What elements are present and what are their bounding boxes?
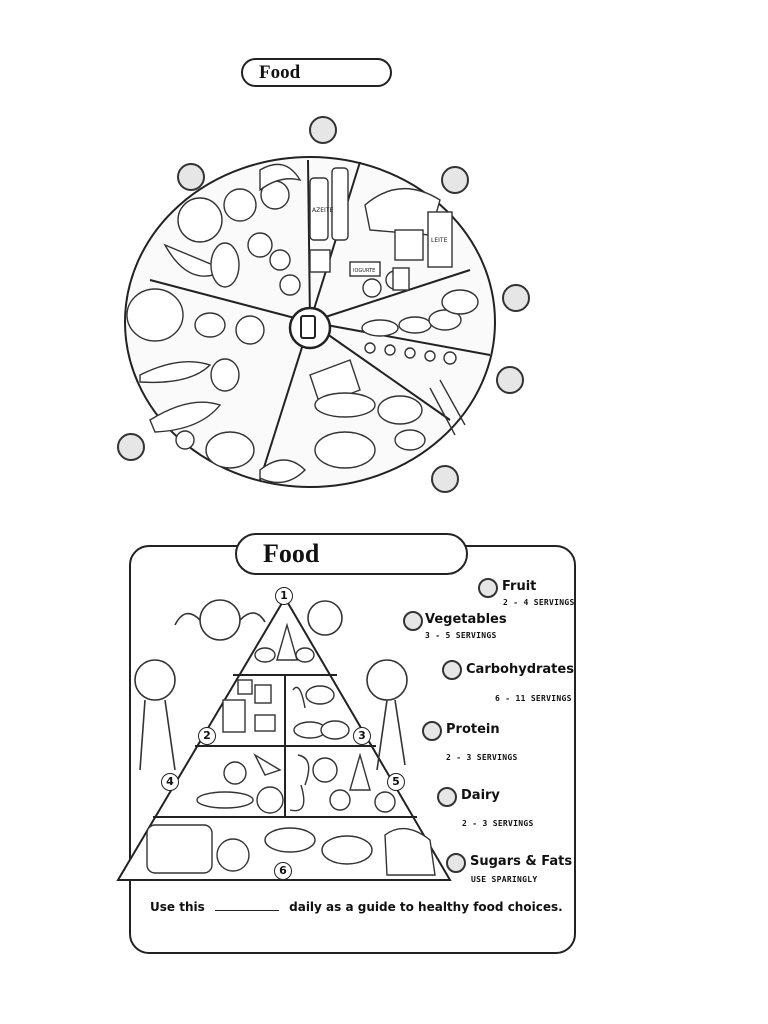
wheel-answer-circle-top[interactable] xyxy=(309,116,337,144)
wheel-answer-circle-dairy[interactable] xyxy=(441,166,469,194)
guide-blank[interactable] xyxy=(214,910,279,911)
vegetables-servings: 3 - 5 SERVINGS xyxy=(425,631,497,640)
guide-sentence-start: Use this xyxy=(150,900,205,914)
wheel-answer-circle-grains[interactable] xyxy=(496,366,524,394)
dairy-answer-circle[interactable] xyxy=(437,787,457,807)
sugars-fats-label: Sugars & Fats xyxy=(470,854,573,869)
tier-number-2: 2 xyxy=(198,727,216,745)
vegetables-answer-circle[interactable] xyxy=(403,611,423,631)
sugars-fats-servings: USE SPARINGLY xyxy=(471,875,538,884)
carbohydrates-answer-circle[interactable] xyxy=(442,660,462,680)
fruit-label: Fruit xyxy=(502,579,537,594)
wheel-answer-circle-fruit[interactable] xyxy=(177,163,205,191)
protein-servings: 2 - 3 SERVINGS xyxy=(446,753,518,762)
dairy-servings: 2 - 3 SERVINGS xyxy=(462,819,534,828)
fruit-servings: 2 - 4 SERVINGS xyxy=(503,598,575,607)
wheel-title-box: Food xyxy=(241,58,392,87)
guide-sentence: Use this daily as a guide to healthy foo… xyxy=(150,900,563,914)
dairy-sector: LEITE IOGURTE xyxy=(349,188,453,298)
oil-sector: AZEITE xyxy=(309,167,349,273)
wheel-title: Food xyxy=(259,62,301,83)
pyramid-title: Food xyxy=(263,539,320,568)
tier-number-6: 6 xyxy=(274,862,292,880)
carbohydrates-servings: 6 - 11 SERVINGS xyxy=(495,694,572,703)
vegetables-label: Vegetables xyxy=(425,612,507,627)
protein-answer-circle[interactable] xyxy=(422,721,442,741)
dairy-label: Dairy xyxy=(461,788,500,803)
carbohydrates-label: Carbohydrates xyxy=(466,662,574,677)
wheel-answer-circle-vegetables[interactable] xyxy=(117,433,145,461)
tier-number-5: 5 xyxy=(387,773,405,791)
sugars-fats-answer-circle[interactable] xyxy=(446,853,466,873)
food-wheel-illustration: AZEITE LEITE IOGURTE xyxy=(124,156,496,488)
pyramid-title-box: Food xyxy=(235,533,468,575)
tier-number-1: 1 xyxy=(275,587,293,605)
svg-text:IOGURTE: IOGURTE xyxy=(353,268,375,274)
wheel-answer-circle-bottom[interactable] xyxy=(431,465,459,493)
protein-sector xyxy=(361,289,479,365)
cartoon-kids xyxy=(134,599,408,771)
grains-sector xyxy=(309,359,466,469)
pyramid-foods xyxy=(146,622,436,876)
svg-text:AZEITE: AZEITE xyxy=(312,207,333,214)
svg-text:LEITE: LEITE xyxy=(431,237,448,244)
guide-sentence-end: daily as a guide to healthy food choices… xyxy=(289,900,563,914)
wheel-answer-circle-protein[interactable] xyxy=(502,284,530,312)
protein-label: Protein xyxy=(446,722,500,737)
tier-number-4: 4 xyxy=(161,773,179,791)
fruit-sector xyxy=(163,163,302,296)
vegetables-sector xyxy=(126,288,306,484)
tier-number-3: 3 xyxy=(353,727,371,745)
fruit-answer-circle[interactable] xyxy=(478,578,498,598)
